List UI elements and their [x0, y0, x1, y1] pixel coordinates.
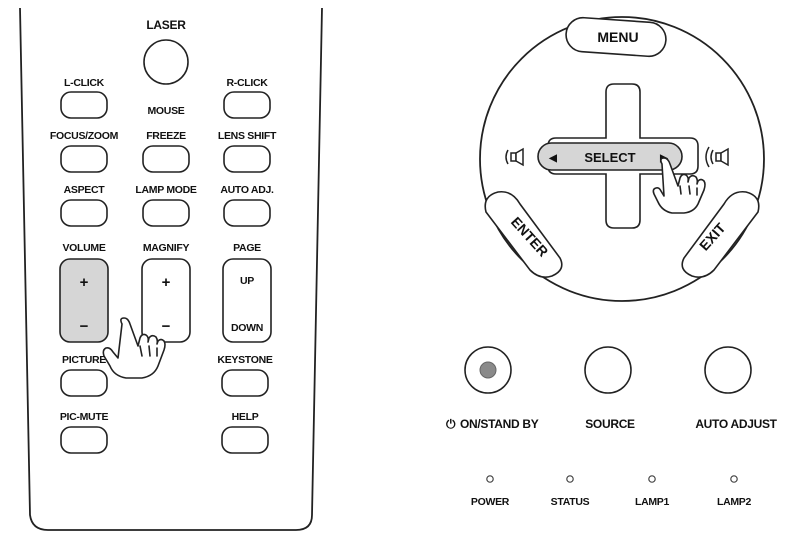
help-button[interactable]	[221, 426, 269, 454]
lamp1-led	[648, 475, 656, 483]
keystone-button[interactable]	[221, 369, 269, 397]
laser-label: LASER	[146, 18, 186, 32]
pic-mute-button[interactable]	[60, 426, 108, 454]
lamp-mode-button[interactable]	[142, 199, 190, 227]
magnify-rocker[interactable]	[141, 258, 191, 343]
pointing-hand-icon	[102, 317, 166, 379]
r-click-label: R-CLICK	[226, 77, 268, 89]
remote-control: LASER L-CLICK MOUSE R-CLICK FOCUS/ZOOM F…	[19, 7, 323, 531]
magnify-label: MAGNIFY	[143, 242, 190, 254]
auto-adj-button[interactable]	[223, 199, 271, 227]
r-click-button[interactable]	[223, 91, 271, 119]
focus-zoom-button[interactable]	[60, 145, 108, 173]
volume-minus-label: −	[80, 318, 89, 335]
lamp2-led	[730, 475, 738, 483]
help-label: HELP	[232, 411, 259, 423]
magnify-minus-label: −	[162, 318, 171, 335]
select-label: SELECT	[584, 150, 635, 165]
status-led	[566, 475, 574, 483]
menu-label: MENU	[597, 29, 638, 45]
power-icon: ⏻	[446, 417, 456, 431]
focus-zoom-label: FOCUS/ZOOM	[50, 130, 119, 142]
keypad-dial-outline	[479, 16, 765, 302]
power-label: POWER	[471, 496, 510, 508]
volume-rocker[interactable]	[59, 258, 109, 343]
aspect-label: ASPECT	[64, 184, 106, 196]
freeze-label: FREEZE	[146, 130, 186, 142]
aspect-button[interactable]	[60, 199, 108, 227]
volume-down-icon	[505, 147, 524, 167]
pic-mute-label: PIC-MUTE	[60, 411, 109, 423]
lens-shift-button[interactable]	[223, 145, 271, 173]
laser-button[interactable]	[143, 39, 189, 85]
auto-adjust-button[interactable]	[704, 346, 752, 394]
volume-label: VOLUME	[62, 242, 105, 254]
select-button[interactable]	[537, 142, 683, 171]
keystone-label: KEYSTONE	[217, 354, 272, 366]
control-panel: MENU ◀ SELECT ▶ ENTER EXIT	[446, 16, 778, 508]
picture-label: PICTURE	[62, 354, 106, 366]
source-label: SOURCE	[585, 417, 635, 431]
remote-body-outline	[19, 7, 323, 531]
exit-button[interactable]	[681, 190, 760, 278]
on-standby-indicator	[479, 361, 497, 379]
page-label: PAGE	[233, 242, 261, 254]
power-led	[486, 475, 494, 483]
auto-adj-label: AUTO ADJ.	[220, 184, 274, 196]
on-standby-label: ON/STAND BY	[460, 417, 539, 431]
l-click-label: L-CLICK	[64, 77, 105, 89]
picture-button[interactable]	[60, 369, 108, 397]
source-button[interactable]	[584, 346, 632, 394]
lamp-mode-label: LAMP MODE	[135, 184, 197, 196]
magnify-plus-label: +	[162, 274, 171, 291]
volume-plus-label: +	[80, 274, 89, 291]
page-down-label: DOWN	[231, 322, 263, 334]
mouse-label: MOUSE	[147, 105, 184, 117]
pointing-hand-icon	[652, 157, 706, 214]
status-label: STATUS	[551, 496, 590, 508]
menu-button[interactable]	[565, 16, 667, 58]
select-arrow-left: ◀	[548, 153, 557, 164]
lens-shift-label: LENS SHIFT	[218, 130, 277, 142]
freeze-button[interactable]	[142, 145, 190, 173]
lamp1-label: LAMP1	[635, 496, 670, 508]
l-click-button[interactable]	[60, 91, 108, 119]
enter-button[interactable]	[484, 190, 563, 278]
lamp2-label: LAMP2	[717, 496, 752, 508]
auto-adjust-label: AUTO ADJUST	[695, 417, 777, 431]
page-rocker[interactable]	[222, 258, 272, 343]
volume-up-icon	[705, 146, 729, 168]
page-up-label: UP	[240, 275, 254, 287]
